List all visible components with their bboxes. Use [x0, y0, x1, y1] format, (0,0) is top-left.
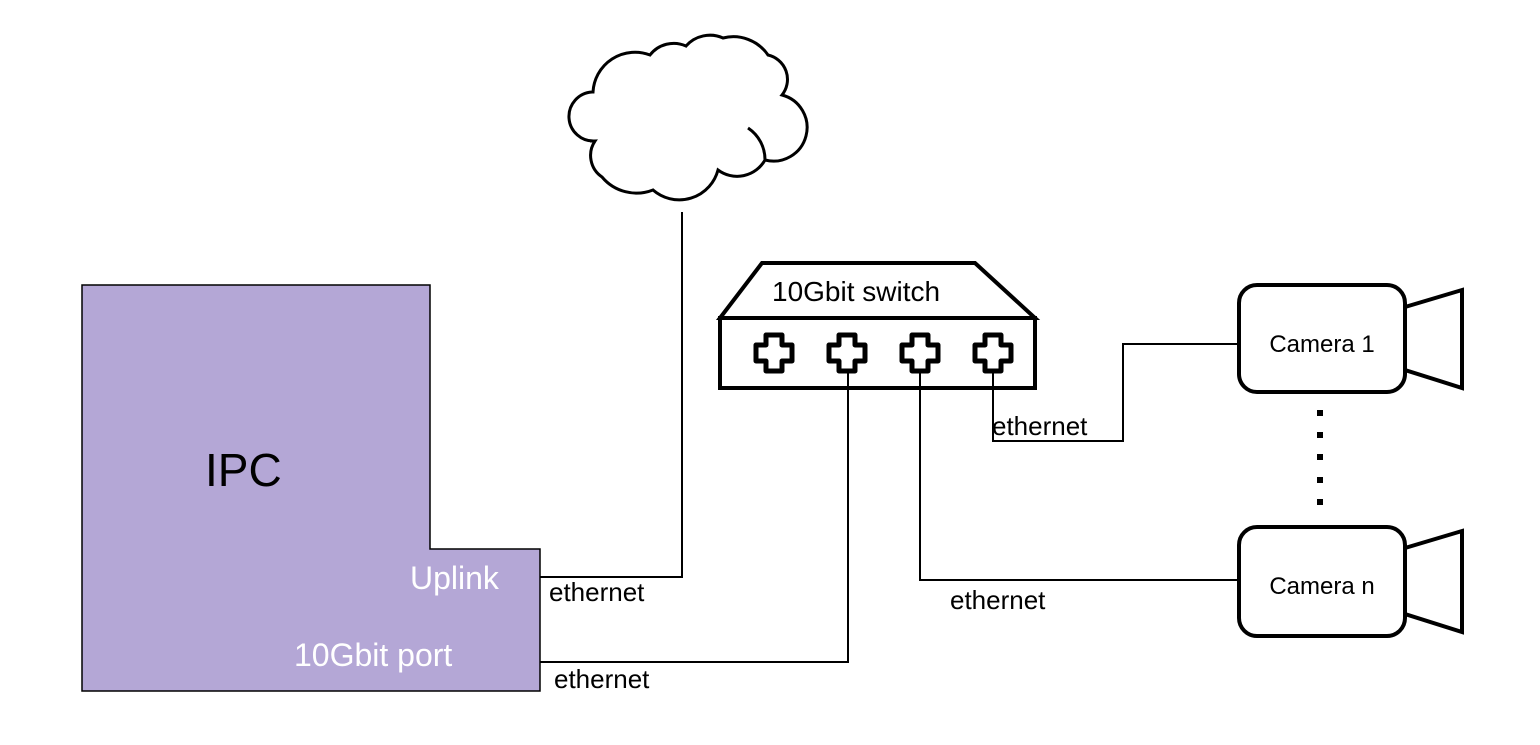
- camera-label: Camera 1: [1269, 331, 1374, 358]
- ipc-shape: [81, 284, 541, 692]
- uplink-label: Uplink: [410, 560, 500, 596]
- camera-label: Camera n: [1269, 573, 1374, 600]
- ethernet-port-icon: [753, 332, 795, 374]
- ethernet-port-icon: [972, 332, 1014, 374]
- camera-lens-icon: [1403, 287, 1464, 391]
- link-label: ethernet: [992, 411, 1088, 441]
- ethernet-port-icon: [826, 332, 868, 374]
- cloud-icon: [567, 33, 809, 202]
- ipc-node: IPC Uplink 10Gbit port: [81, 284, 541, 692]
- link-switch-camera-n: [919, 372, 1238, 581]
- switch-node: 10Gbit switch: [715, 261, 1041, 390]
- switch-label: 10Gbit switch: [772, 276, 940, 307]
- link-switch-camera-1: [992, 343, 1238, 442]
- ethernet-port-icon: [899, 332, 941, 374]
- camera-lens-icon: [1403, 528, 1464, 635]
- link-label: ethernet: [549, 577, 645, 607]
- port-label: 10Gbit port: [294, 637, 452, 673]
- link-label: ethernet: [554, 664, 650, 694]
- camera-1: Camera 1: [1237, 283, 1464, 394]
- link-uplink-cloud: [540, 212, 683, 578]
- ipc-label: IPC: [205, 444, 282, 496]
- camera-n: Camera n: [1237, 525, 1464, 638]
- link-port-switch: [540, 372, 849, 663]
- link-label: ethernet: [950, 585, 1046, 615]
- ellipsis-dots: [1317, 410, 1323, 505]
